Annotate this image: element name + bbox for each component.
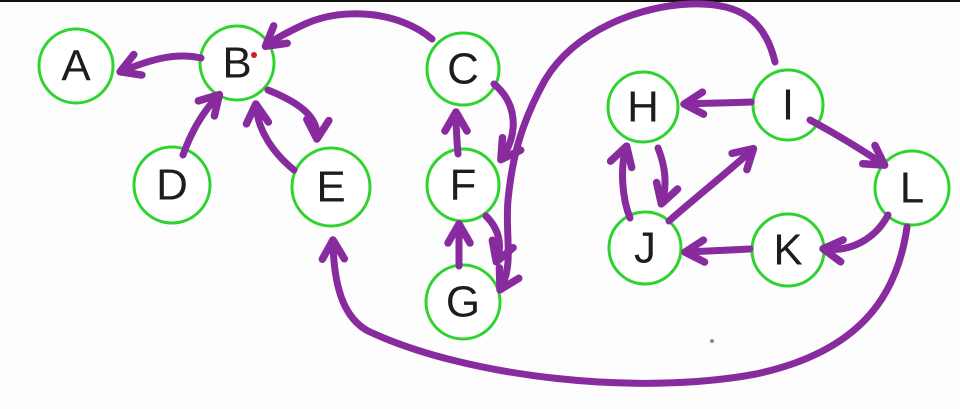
node-K-label: K: [773, 226, 802, 275]
annotations-layer: [251, 52, 714, 343]
edge-L-to-E: [318, 223, 911, 387]
node-F-label: F: [450, 161, 477, 210]
node-I: I: [751, 68, 825, 142]
edge-J-to-H: [606, 142, 636, 222]
node-C-circle: [425, 31, 501, 107]
edge-B-to-E: [264, 86, 333, 143]
node-D: D: [132, 145, 212, 225]
node-A-circle: [37, 27, 115, 105]
node-L-label: L: [900, 164, 924, 213]
edge-F-to-G: [482, 212, 517, 266]
node-A: A: [37, 27, 115, 105]
node-D-label: D: [156, 161, 188, 210]
node-E: E: [290, 146, 372, 228]
node-C: C: [425, 31, 501, 107]
red-dot: [251, 52, 257, 58]
edge-D-to-B: [179, 90, 224, 159]
node-J: J: [607, 210, 683, 286]
edge-J-to-I: [665, 144, 758, 225]
edge-I-to-G: [495, 0, 779, 294]
node-G-label: G: [446, 278, 480, 327]
node-H-circle: [606, 70, 680, 144]
node-E-label: E: [316, 163, 345, 212]
edge-K-to-J: [681, 236, 754, 266]
node-B-circle: [198, 24, 276, 102]
node-H-label: H: [627, 83, 659, 132]
node-J-circle: [607, 210, 683, 286]
top-border-line: [0, 0, 960, 2]
node-C-label: C: [447, 45, 479, 94]
edge-B-to-A: [116, 50, 205, 79]
edge-F-to-C: [441, 108, 471, 158]
node-B: B: [198, 24, 276, 102]
nodes-layer: A B C D E F G H I J K L: [37, 24, 951, 341]
node-H: H: [606, 70, 680, 144]
node-F: F: [425, 147, 501, 223]
node-A-label: A: [61, 42, 91, 91]
node-L: L: [873, 149, 951, 227]
edge-C-to-F: [490, 80, 525, 164]
edges-layer: [116, 0, 911, 387]
edge-E-to-B: [242, 100, 298, 174]
node-J-label: J: [634, 224, 656, 273]
node-I-circle: [751, 68, 825, 142]
node-E-circle: [290, 146, 372, 228]
edge-I-to-L: [806, 116, 889, 169]
edge-I-to-H: [680, 88, 755, 118]
node-I-label: I: [782, 81, 794, 130]
node-B-label: B: [222, 39, 251, 88]
edge-C-to-B: [261, 10, 436, 50]
node-L-circle: [873, 149, 951, 227]
node-G-circle: [424, 263, 502, 341]
node-D-circle: [132, 145, 212, 225]
node-K: K: [750, 212, 826, 288]
edge-H-to-J: [652, 144, 682, 208]
edge-L-to-K: [819, 211, 892, 266]
stray-dot: [710, 339, 714, 343]
node-G: G: [424, 263, 502, 341]
